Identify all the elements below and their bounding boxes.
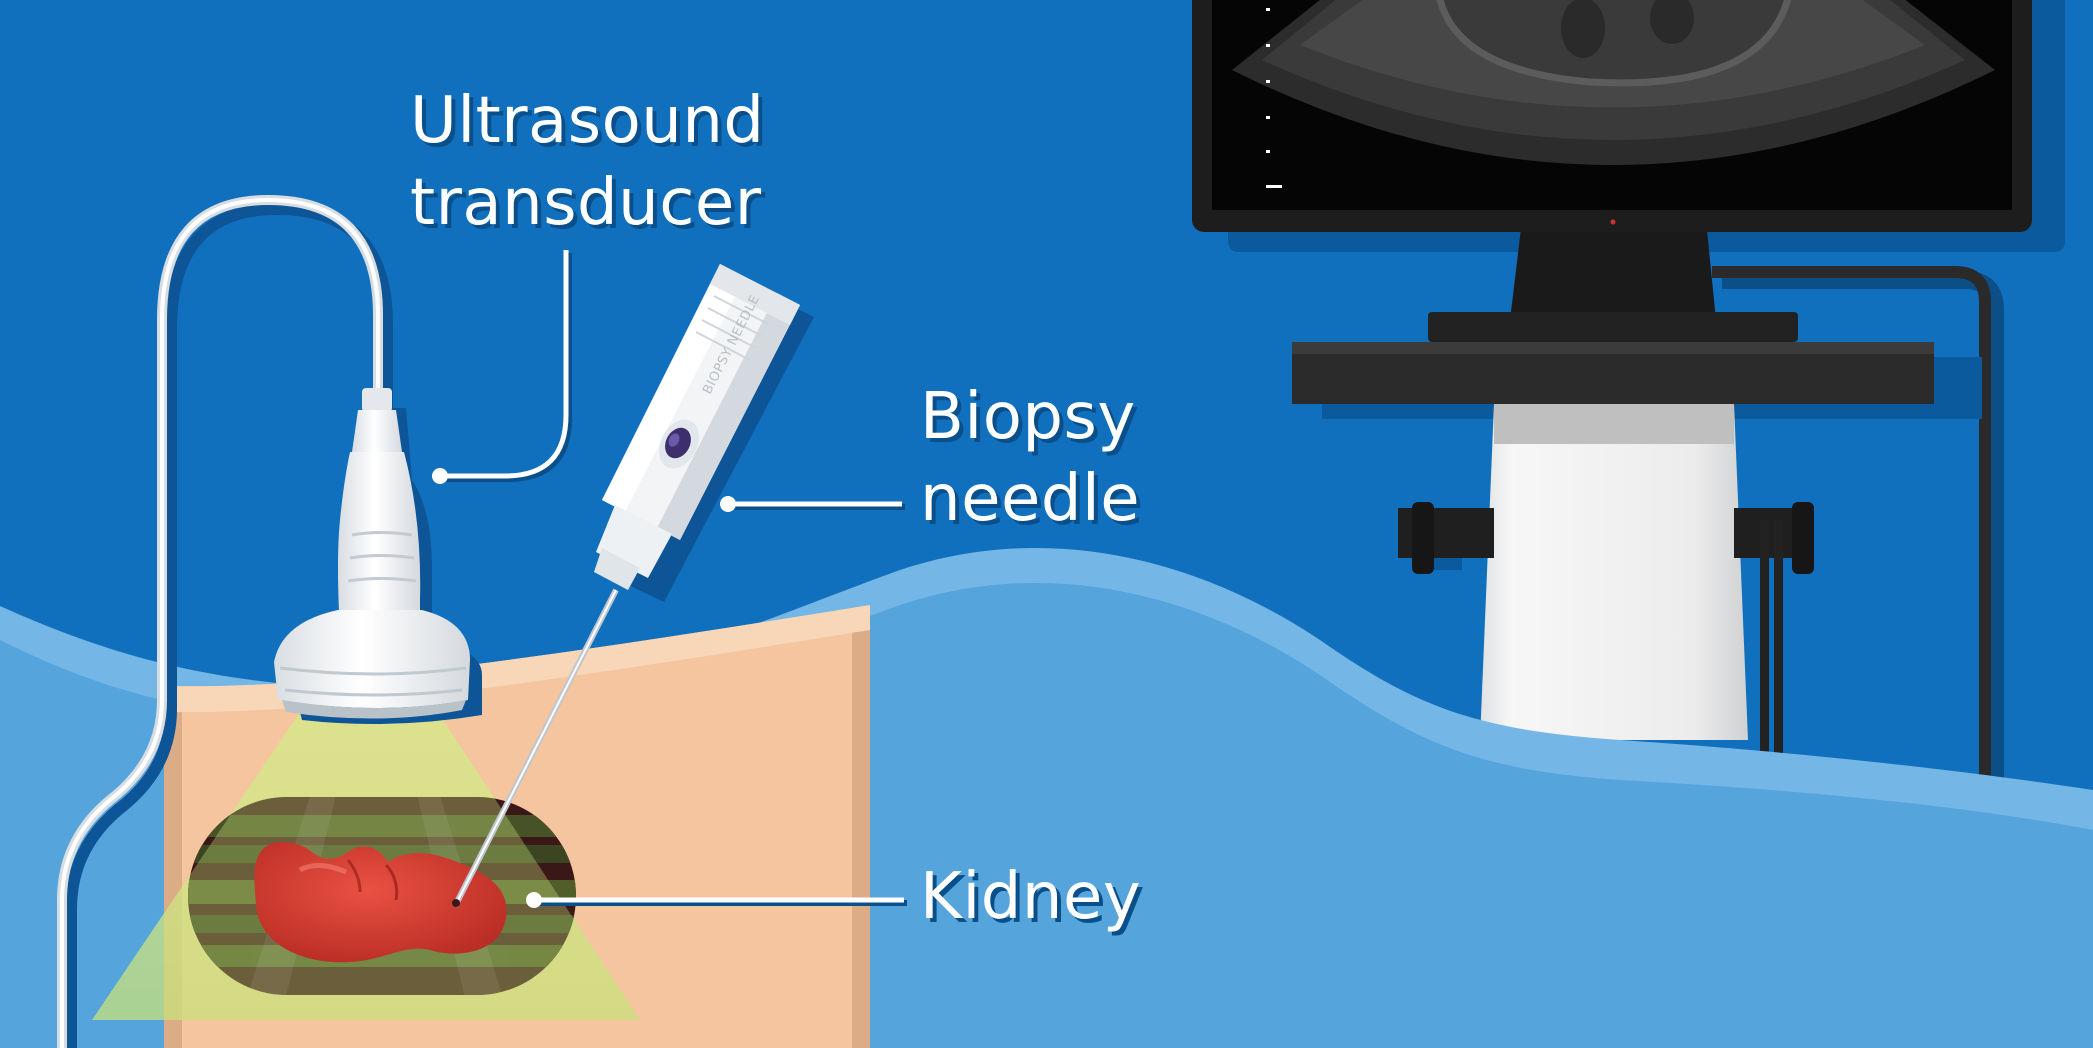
kidney-label: Kidney [920,860,1142,934]
monitor-base [1428,312,1798,342]
leader-lines-front [440,250,904,903]
transducer-leader-line [440,250,569,479]
leader-lines [443,253,907,906]
transducer-label-line1: Ultrasound [410,84,765,158]
transducer-label-line2: transducer [410,166,762,240]
needle-pointer-dot [720,496,736,512]
ultrasound-machine [1192,0,2065,798]
leader-dots [432,468,736,908]
biopsy-gun: BIOPSY NEEDLE [594,264,800,590]
scan-window [188,797,576,995]
ultrasound-transducer [274,388,482,724]
probe-cable [57,194,393,1048]
kidney-pointer-dot [526,892,542,908]
cart-column [1480,404,1748,740]
transducer-label: Ultrasound transducer [410,80,765,244]
biopsy-needle: BIOPSY NEEDLE [452,264,814,908]
transducer-pointer-dot [432,468,448,484]
needle-label-line1: Biopsy [920,380,1136,454]
kidney [254,841,507,963]
needle-label: Biopsy needle [920,376,1140,540]
needle-label-line2: needle [920,462,1141,536]
monitor-neck [1510,220,1716,320]
